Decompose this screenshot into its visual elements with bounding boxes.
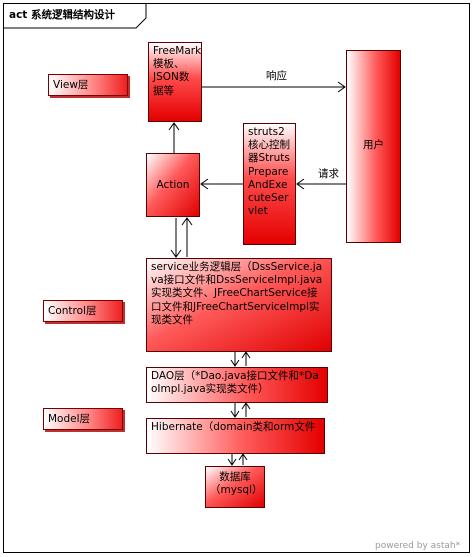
edge-label-request: 请求 xyxy=(318,168,339,180)
edge-label-response: 响应 xyxy=(266,70,287,82)
layer-view: View层 xyxy=(48,74,128,96)
freemarker-node: FreeMarker模板、JSON数据等 xyxy=(148,42,202,122)
hibernate-node: Hibernate（domain类和orm文件 xyxy=(146,418,325,454)
struts2-node: struts2核心控制器StrutsPrepareAndExecuteServl… xyxy=(243,123,296,245)
footer-powered-by: powered by astah* xyxy=(375,541,461,551)
diagram-title: act 系统逻辑结构设计 xyxy=(9,9,115,21)
action-node: Action xyxy=(146,153,200,217)
user-node: 用户 xyxy=(346,50,401,243)
dao-node: DAO层（*Dao.java接口文件和*DaoImpl.java实现类文件） xyxy=(146,367,328,403)
layer-model: Model层 xyxy=(43,408,123,430)
service-node: service业务逻辑层（DssService.java接口文件和DssServ… xyxy=(146,258,332,352)
database-node: 数据库（mysql） xyxy=(205,466,265,508)
layer-control: Control层 xyxy=(43,300,123,322)
